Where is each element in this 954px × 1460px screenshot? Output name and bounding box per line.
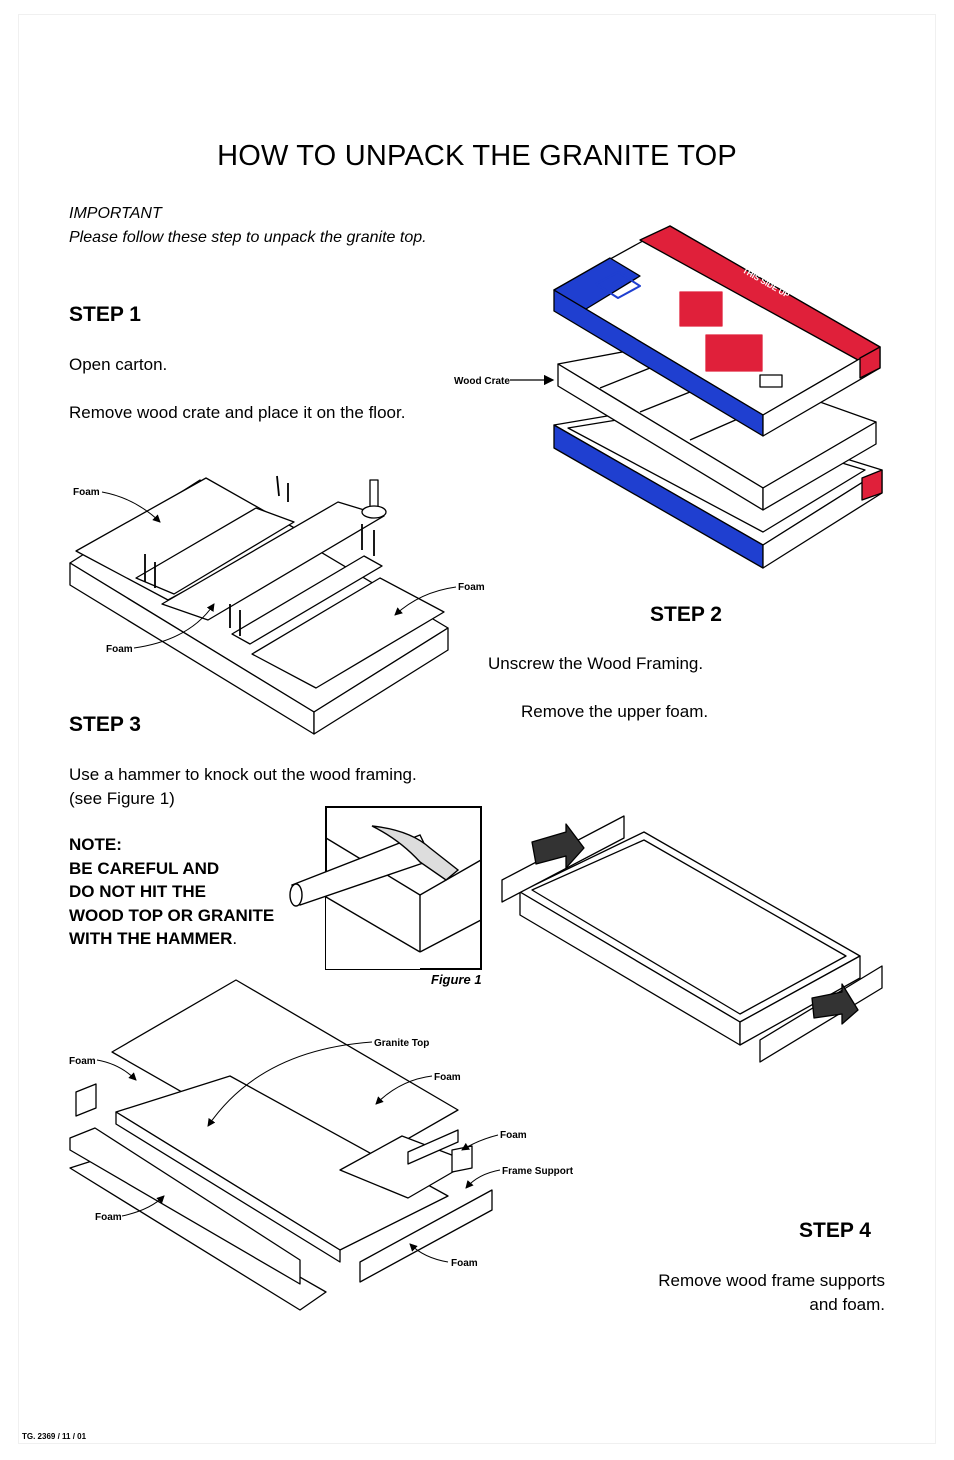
label-granite-top: Granite Top (374, 1038, 429, 1049)
important-text: Please follow these step to unpack the g… (69, 229, 427, 246)
note-line: NOTE: (69, 835, 122, 854)
label-foam: Foam (73, 487, 100, 498)
page-title: HOW TO UNPACK THE GRANITE TOP (217, 140, 737, 172)
step3-line1: Use a hammer to knock out the wood frami… (69, 765, 417, 784)
important-heading: IMPORTANT (69, 205, 162, 222)
note-line: WOOD TOP OR GRANITE (69, 905, 275, 925)
step3-line2: (see Figure 1) (69, 789, 175, 808)
step1-heading: STEP 1 (69, 303, 141, 326)
step4-line1: Remove wood frame supports (658, 1271, 885, 1290)
document-code: TG. 2369 / 11 / 01 (22, 1432, 87, 1441)
step1-line2: Remove wood crate and place it on the fl… (69, 403, 406, 422)
note-last-punct: . (232, 929, 238, 948)
crate-knockout-illustration (501, 815, 883, 1063)
step4-line2: and foam. (809, 1295, 885, 1314)
crate-unscrew-illustration (69, 477, 449, 735)
figure1-hammer (289, 806, 482, 970)
step2-line1: Unscrew the Wood Framing. (488, 654, 704, 673)
label-foam: Foam (95, 1212, 122, 1223)
label-foam: Foam (434, 1072, 461, 1083)
label-foam: Foam (500, 1130, 527, 1141)
note-line: DO NOT HIT THE (69, 882, 206, 901)
step4-heading: STEP 4 (799, 1219, 871, 1242)
step1-line1: Open carton. (69, 355, 168, 374)
carton-illustration: THIS SIDE UP (553, 225, 883, 569)
note-line: BE CAREFUL AND (69, 858, 220, 878)
step3-note: NOTE: BE CAREFUL AND DO NOT HIT THE WOOD… (69, 833, 274, 951)
step2-line2: Remove the upper foam. (521, 702, 709, 721)
step2-heading: STEP 2 (650, 603, 722, 626)
page-border (18, 14, 936, 1444)
label-wood-crate: Wood Crate (454, 376, 510, 387)
figure-caption: Figure 1 (431, 972, 482, 987)
label-foam: Foam (69, 1056, 96, 1067)
label-foam: Foam (106, 644, 133, 655)
important-block: IMPORTANT Please follow these step to un… (69, 202, 427, 250)
label-frame-support: Frame Support (502, 1166, 574, 1177)
exploded-crate-illustration (69, 979, 493, 1311)
note-last-text: WITH THE HAMMER (69, 929, 233, 948)
label-foam: Foam (458, 582, 485, 593)
note-line-last: WITH THE HAMMER. (69, 927, 274, 951)
step3-heading: STEP 3 (69, 713, 141, 736)
label-foam: Foam (451, 1258, 478, 1269)
screws (144, 475, 375, 636)
